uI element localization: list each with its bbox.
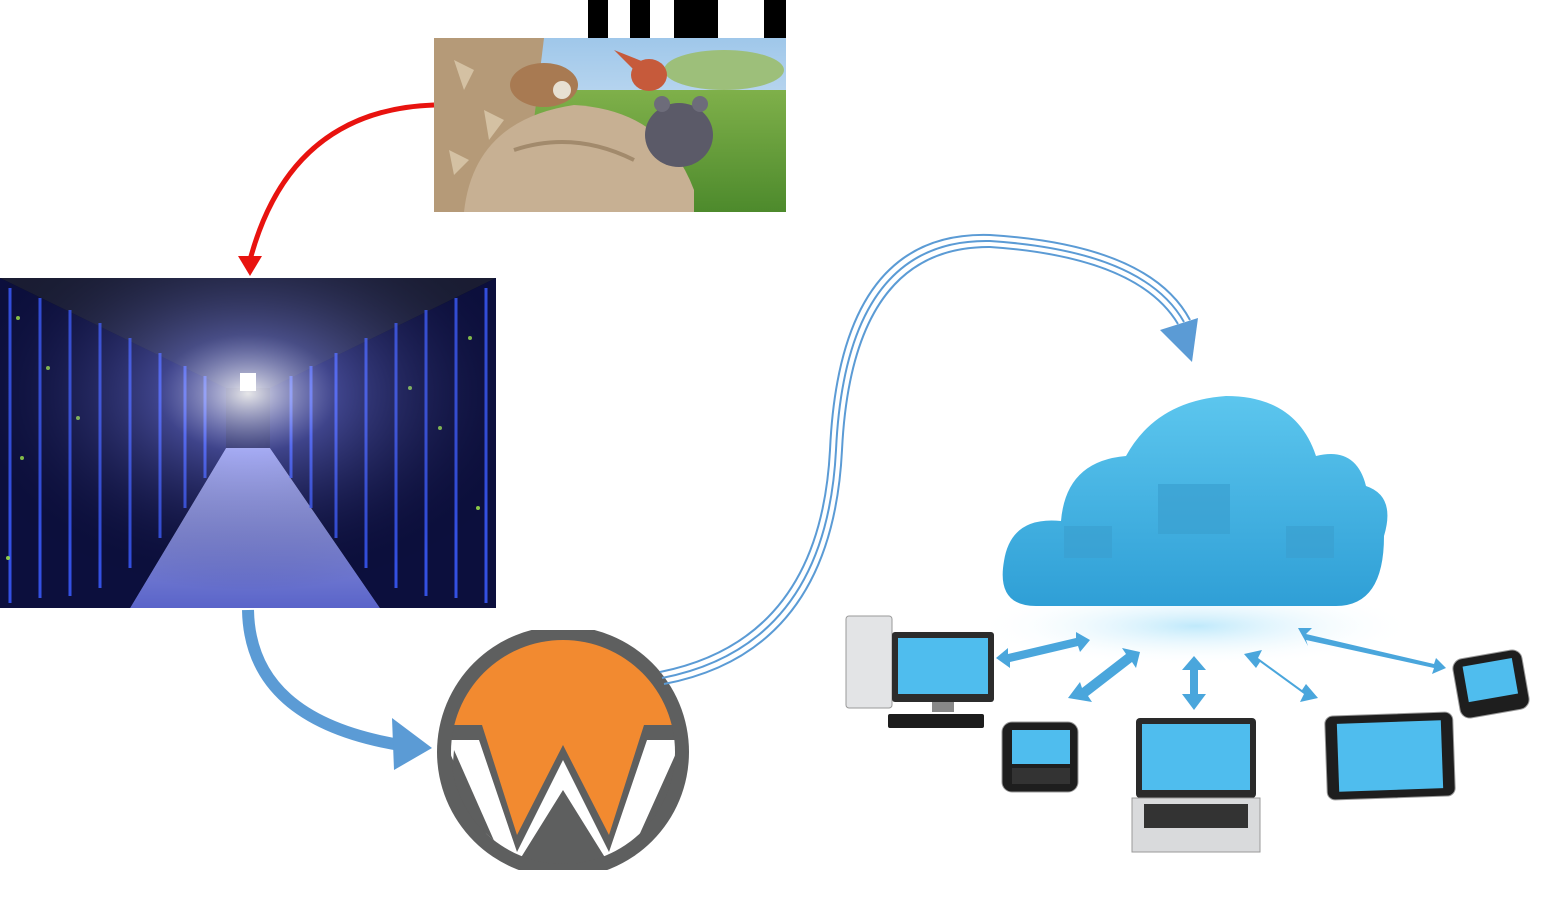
cloud-arrowhead-icon <box>1160 318 1198 362</box>
datacenter-to-logo-arrow <box>242 609 401 751</box>
server-hall-image <box>0 278 496 608</box>
cloud-network <box>836 376 1536 856</box>
tablet-icon <box>1324 711 1456 801</box>
barcode-strip <box>588 0 786 38</box>
blue-arrowhead-icon <box>392 718 432 770</box>
logo-image <box>434 630 692 870</box>
logo-to-cloud-arrow <box>659 233 1191 685</box>
cloud-network-graphic <box>845 396 1530 853</box>
wowza-logo <box>434 630 692 870</box>
connection-arrows <box>996 628 1446 710</box>
data-center <box>0 278 496 608</box>
video-to-datacenter-arrow <box>247 102 435 261</box>
video-frame-image <box>434 0 786 212</box>
red-arrowhead-icon <box>238 256 262 276</box>
desktop-computer-icon <box>845 615 994 728</box>
cloud-icon <box>1002 396 1388 606</box>
smartphone-icon <box>1452 649 1530 719</box>
laptop-icon <box>1131 718 1261 853</box>
video-source <box>434 0 786 212</box>
smartphone-icon <box>1001 721 1079 793</box>
